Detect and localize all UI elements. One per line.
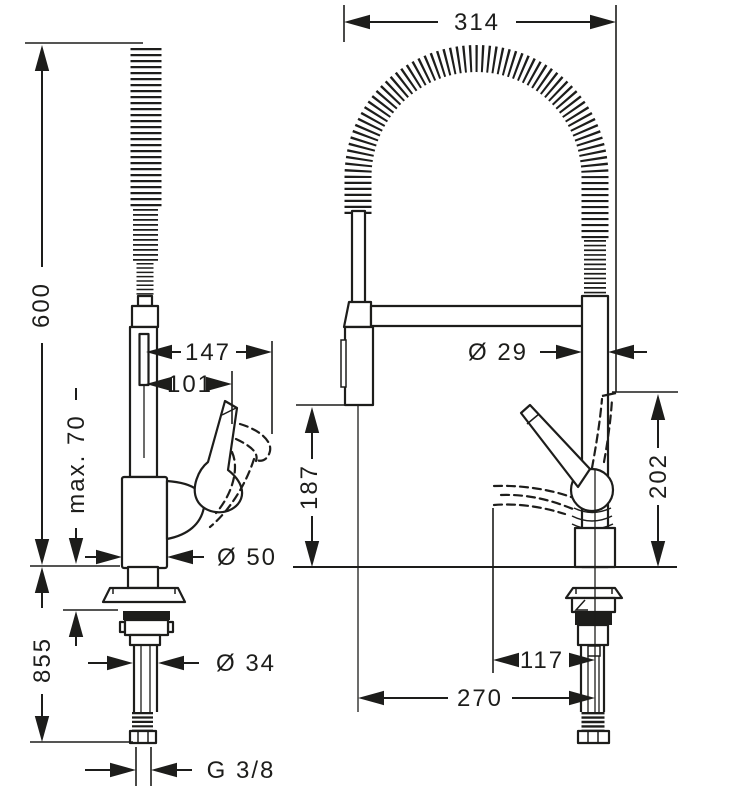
dim-arrow bbox=[344, 14, 370, 30]
dim-arrow bbox=[590, 14, 616, 30]
mounting-flange bbox=[101, 586, 187, 604]
dim-arrow bbox=[556, 344, 582, 360]
dim-arrow bbox=[34, 539, 50, 565]
hose-end-nut bbox=[576, 729, 611, 745]
dim-arrow bbox=[246, 344, 272, 360]
dim-202: 202 bbox=[612, 391, 678, 567]
dim-arrow bbox=[167, 549, 193, 565]
dim-label-147: 147 bbox=[185, 339, 231, 366]
handle-upright-dashed bbox=[590, 391, 617, 470]
seal-ring bbox=[123, 611, 170, 620]
dim-dia-29: Ø 29 bbox=[468, 339, 647, 366]
dim-855: 855 bbox=[29, 567, 56, 742]
dim-arrow bbox=[493, 652, 519, 668]
dim-label-600: 600 bbox=[28, 282, 55, 328]
mounting-flange bbox=[564, 586, 624, 600]
spray-head-holder bbox=[340, 300, 375, 712]
dim-label-855: 855 bbox=[29, 637, 56, 683]
dim-arrow bbox=[304, 541, 320, 567]
dim-label-g-38: G 3/8 bbox=[207, 757, 276, 784]
dim-117: 117 bbox=[492, 508, 595, 674]
dim-101: 101 bbox=[146, 371, 233, 424]
base-neck bbox=[126, 565, 160, 590]
dim-arrow bbox=[68, 538, 84, 564]
dim-arrow bbox=[158, 655, 184, 671]
front-view: 314 Ø 29 187 202 bbox=[293, 5, 678, 745]
dim-147: 147 bbox=[146, 339, 273, 434]
hose-end-nut bbox=[128, 729, 158, 745]
side-view: 600 max. 70 855 147 bbox=[25, 42, 277, 786]
dim-max-70: max. 70 bbox=[63, 388, 90, 646]
dim-270: 270 bbox=[358, 685, 595, 712]
dim-arrow bbox=[96, 549, 122, 565]
dim-arrow bbox=[110, 762, 136, 778]
dim-label-dia-29: Ø 29 bbox=[468, 339, 528, 366]
dim-arrow bbox=[68, 611, 84, 637]
lever-handle-alt-dashed bbox=[208, 422, 272, 529]
dim-arrow bbox=[650, 394, 666, 420]
handle-horizontal-dashed bbox=[492, 484, 575, 516]
seal-ring bbox=[575, 612, 612, 625]
dim-arrow bbox=[34, 567, 50, 593]
lever-handle-front bbox=[519, 403, 592, 489]
lever-handle bbox=[193, 399, 244, 514]
dim-label-max-70: max. 70 bbox=[63, 414, 90, 513]
dim-label-117: 117 bbox=[520, 647, 564, 674]
mounting-nut bbox=[123, 618, 170, 637]
dim-dia-34: Ø 34 bbox=[88, 650, 276, 677]
dim-label-202: 202 bbox=[645, 453, 672, 499]
dim-label-187: 187 bbox=[296, 464, 323, 510]
dim-label-270: 270 bbox=[457, 685, 503, 712]
dim-arrow bbox=[650, 541, 666, 567]
dim-187: 187 bbox=[296, 404, 357, 567]
dim-arrow bbox=[151, 762, 177, 778]
spring-arch bbox=[344, 45, 609, 305]
dim-arrow bbox=[304, 407, 320, 433]
dim-label-314: 314 bbox=[454, 9, 500, 36]
dim-600: 600 bbox=[28, 45, 55, 565]
dim-arrow bbox=[34, 716, 50, 742]
spring-hose bbox=[130, 48, 162, 329]
mounting-assembly bbox=[101, 565, 187, 745]
spray-hose bbox=[350, 209, 367, 305]
extension-line bbox=[135, 747, 152, 786]
dim-label-dia-50: Ø 50 bbox=[217, 544, 277, 571]
dim-314: 314 bbox=[343, 5, 617, 392]
supply-shank bbox=[132, 645, 159, 712]
mounting-assembly-front bbox=[564, 469, 624, 745]
dim-arrow bbox=[608, 344, 634, 360]
dim-label-dia-34: Ø 34 bbox=[216, 650, 276, 677]
dim-arrow bbox=[107, 655, 133, 671]
support-crossbar bbox=[369, 304, 585, 328]
spout-tube bbox=[128, 325, 159, 479]
dim-dia-50: Ø 50 bbox=[85, 544, 277, 571]
dim-g-38: G 3/8 bbox=[85, 747, 276, 786]
mixer-body bbox=[120, 475, 206, 570]
dim-arrow bbox=[34, 45, 50, 71]
dim-label-101: 101 bbox=[167, 371, 213, 398]
dim-arrow bbox=[358, 690, 384, 706]
